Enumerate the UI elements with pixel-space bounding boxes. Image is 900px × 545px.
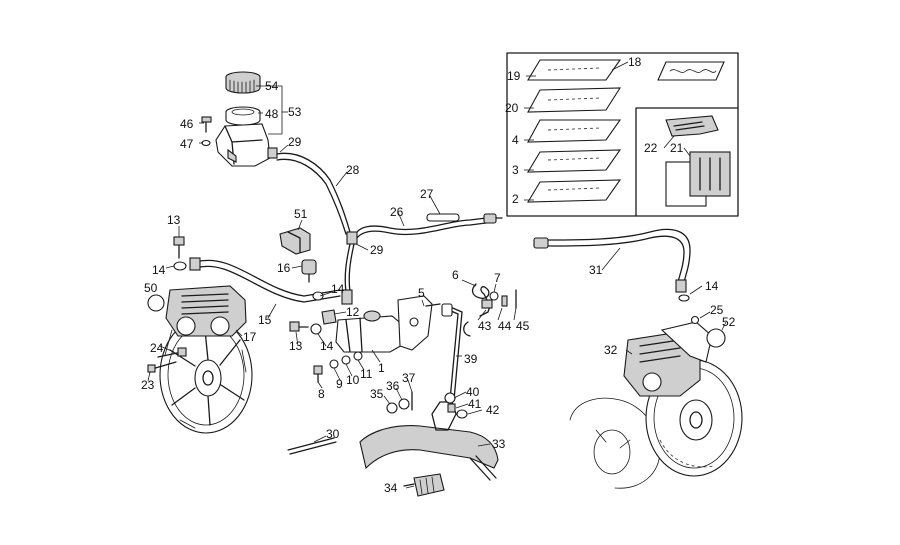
label-16: 16: [277, 261, 291, 275]
label-21: 21: [670, 141, 684, 155]
label-13-low: 13: [289, 339, 303, 353]
label-1: 1: [378, 361, 385, 375]
label-43: 43: [478, 319, 492, 333]
label-26: 26: [390, 205, 404, 219]
label-50: 50: [144, 281, 158, 295]
label-13-top: 13: [167, 213, 181, 227]
fitting-16: [301, 259, 317, 283]
rear-brake-hose-31: [533, 228, 691, 302]
label-11: 11: [360, 367, 373, 381]
rear-brake-disc-assembly: [569, 315, 743, 489]
label-22: 22: [644, 141, 658, 155]
front-brake-disc-assembly: [147, 285, 253, 434]
label-40: 40: [466, 385, 480, 399]
label-6: 6: [452, 268, 459, 282]
label-25: 25: [710, 303, 724, 317]
label-36: 36: [386, 379, 400, 393]
label-33: 33: [492, 437, 506, 451]
label-24: 24: [150, 341, 164, 355]
label-14-right: 14: [705, 279, 719, 293]
label-53: 53: [288, 105, 302, 119]
label-2: 2: [512, 192, 519, 206]
label-54: 54: [265, 79, 279, 93]
brake-hose-28: [276, 152, 351, 235]
label-48: 48: [265, 107, 279, 121]
brake-line-26: [346, 213, 503, 245]
label-4: 4: [512, 133, 519, 147]
label-18: 18: [628, 55, 642, 69]
brake-line-to-front: [341, 243, 355, 305]
label-47: 47: [180, 137, 194, 151]
front-brake-reservoir: [201, 71, 288, 167]
label-7: 7: [494, 271, 501, 285]
brake-rod-39: [441, 303, 463, 401]
label-28: 28: [346, 163, 360, 177]
label-37: 37: [402, 371, 416, 385]
label-35: 35: [370, 387, 384, 401]
part-number-labels: 54 53 48 46 47 29 28 27 26 29 51 16 13 1…: [141, 55, 736, 495]
label-46: 46: [180, 117, 194, 131]
label-9: 9: [336, 377, 343, 391]
label-8: 8: [318, 387, 325, 401]
label-20: 20: [505, 101, 519, 115]
label-52: 52: [722, 315, 736, 329]
label-15: 15: [258, 313, 272, 327]
label-10: 10: [346, 373, 360, 387]
label-12: 12: [346, 305, 360, 319]
pedal-spring-parts: [463, 283, 517, 337]
brake-pads-inset: [506, 52, 739, 217]
label-29-top: 29: [288, 135, 302, 149]
label-19: 19: [507, 69, 521, 83]
pedal-pivot-parts: [386, 391, 468, 419]
label-32: 32: [604, 343, 618, 357]
label-51: 51: [294, 207, 308, 221]
label-39: 39: [464, 352, 478, 366]
label-27: 27: [420, 187, 434, 201]
label-3: 3: [512, 163, 519, 177]
label-45: 45: [516, 319, 530, 333]
leader-lines: [147, 61, 727, 489]
label-31: 31: [589, 263, 603, 277]
brake-pedal-33: [359, 401, 499, 497]
label-41: 41: [468, 397, 482, 411]
label-29-mid: 29: [370, 243, 384, 257]
front-brake-hose-15: [173, 236, 341, 303]
label-34: 34: [384, 481, 398, 495]
brake-switch-51: [279, 227, 311, 255]
label-14-left: 14: [152, 263, 166, 277]
pin-30: [287, 437, 337, 455]
label-44: 44: [498, 319, 512, 333]
rear-master-cylinder: [289, 295, 441, 383]
label-30: 30: [326, 427, 340, 441]
label-23: 23: [141, 378, 155, 392]
label-42: 42: [486, 403, 500, 417]
label-17: 17: [243, 330, 257, 344]
label-14-union: 14: [331, 282, 345, 296]
label-14-low: 14: [320, 339, 334, 353]
label-5: 5: [418, 286, 425, 300]
